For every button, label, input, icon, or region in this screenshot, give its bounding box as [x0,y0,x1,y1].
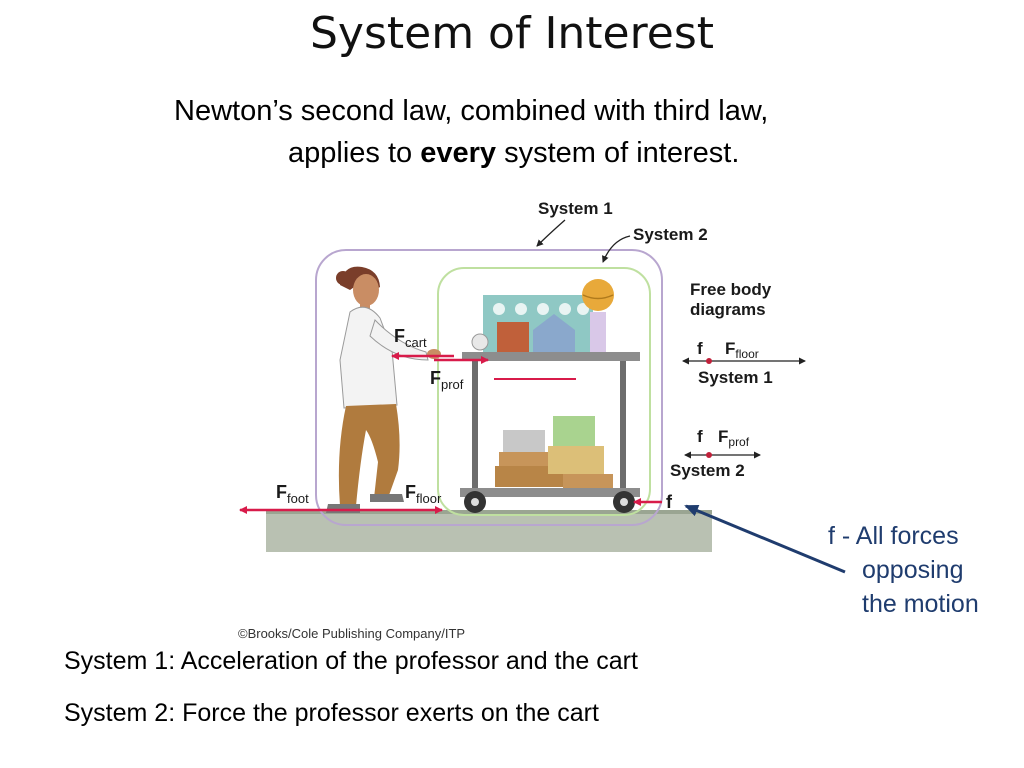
professor-legs [338,404,400,506]
house-model [533,314,575,353]
box-gray [503,430,545,452]
slide-title: System of Interest [309,8,714,59]
box-tan-1 [499,452,561,466]
system-1-label: System 1 [538,199,613,218]
force-cart-label: Fcart [394,326,427,350]
note-pointer-arrow [684,504,846,574]
copyright-caption: ©Brooks/Cole Publishing Company/ITP [238,626,466,641]
subtitle-line-2-pre: applies to [288,137,421,169]
box-tan-3 [548,446,604,474]
force-foot-label: Ffoot [276,482,309,506]
box-red [497,322,529,353]
fbd-2-force-label: Fprof [718,427,750,449]
system-2-outline [437,267,651,516]
fbd-1-point [706,358,712,364]
fbd-1-f-label: f [697,339,703,358]
professor-arm [369,319,429,361]
subtitle-emphasis: every [420,137,497,169]
professor-shoe-front [370,494,404,502]
note-line-2: opposing [862,556,964,584]
floor-top-edge [266,510,712,514]
cart [460,279,640,513]
professor [326,266,441,513]
subtitle-line-1: Newton’s second law, combined with third… [174,95,769,127]
note-line-3: the motion [862,590,979,618]
box-tan-4 [563,474,613,488]
fbd-2-system-label: System 2 [670,461,745,480]
force-prof-label: Fprof [430,368,464,392]
system-2-leader [602,235,631,263]
fbd-2-f-label: f [697,427,703,446]
system-2-label: System 2 [633,225,708,244]
fbd-heading-line-2: diagrams [690,300,766,319]
stand [590,312,606,353]
system-2-description: System 2: Force the professor exerts on … [64,699,599,727]
cart-bottom-shelf [460,488,640,497]
system-1-leader [536,219,566,247]
cart-post-right [620,361,626,489]
professor-bun [336,271,350,285]
box-green [553,416,595,446]
force-floor-label: Ffloor [405,482,442,506]
fbd-1-force-label: Ffloor [725,339,759,361]
subtitle-line-2-post: system of interest. [496,137,740,169]
slide-subtitle: Newton’s second law, combined with third… [174,90,894,174]
professor-hand [427,349,441,359]
system-1-description: System 1: Acceleration of the professor … [64,647,638,675]
cart-top-shelf [462,352,640,361]
fbd-heading-line-1: Free body [690,280,772,299]
floor [266,510,712,552]
globe [582,279,614,311]
professor-head [353,274,379,306]
cart-post-left [472,361,478,489]
small-ball [471,333,489,351]
note-line-1: f - All forces [828,522,959,550]
professor-coat [339,306,398,409]
fbd-1-system-label: System 1 [698,368,773,387]
fbd-2-point [706,452,712,458]
professor-shoe-back [326,504,360,513]
system-1-outline [315,249,663,526]
friction-label: f [666,492,673,512]
friction-note: f - All forces opposing the motion [828,519,1018,621]
subtitle-line-2: applies to every system of interest. [174,132,894,174]
box-tan-2 [495,466,565,487]
